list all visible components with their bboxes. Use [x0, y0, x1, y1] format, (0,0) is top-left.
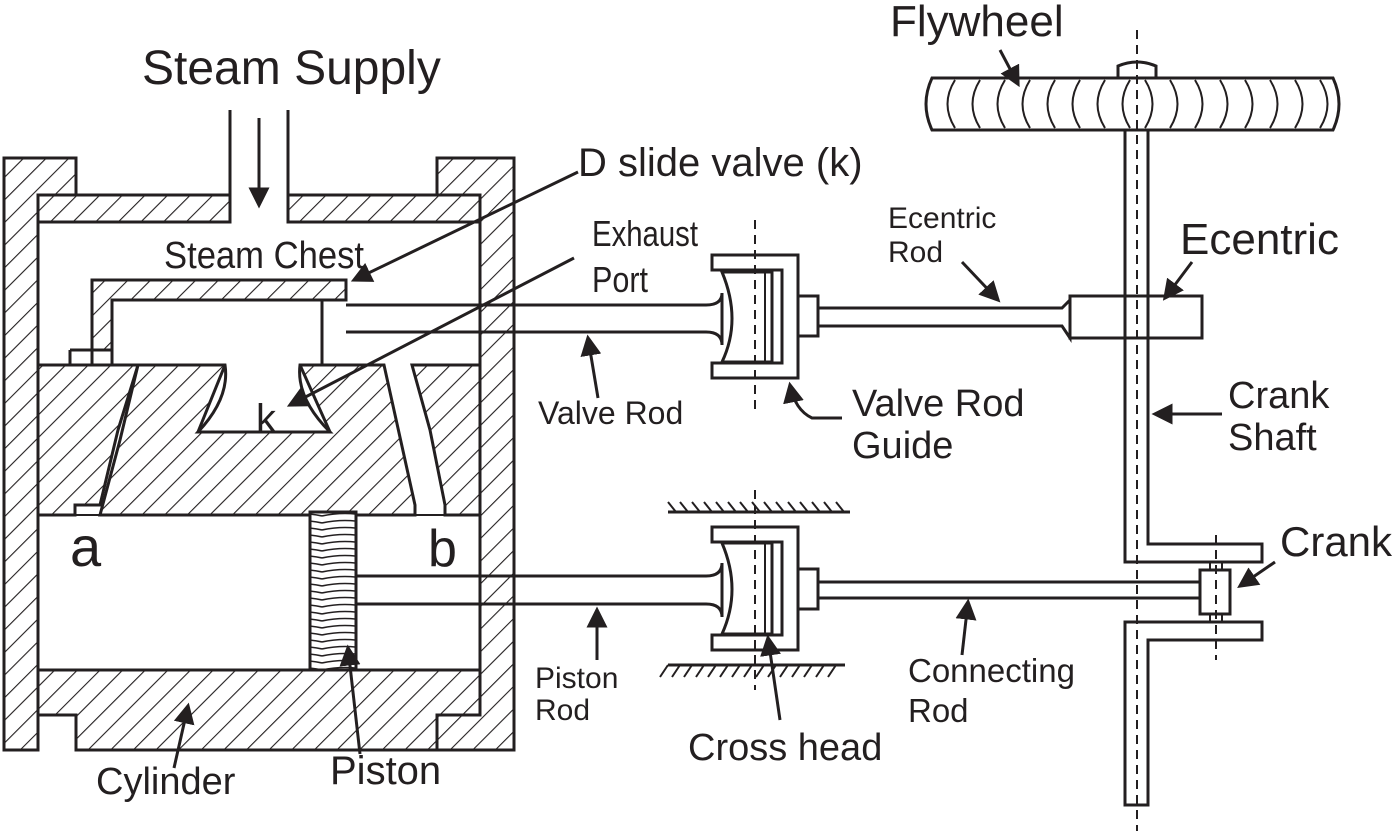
label-valve-rod-guide-1: Valve Rod	[852, 383, 1025, 425]
label-eccentric: Ecentric	[1180, 215, 1339, 264]
crank-pin	[1198, 535, 1232, 660]
valve-rod-guide	[710, 220, 820, 410]
label-flywheel: Flywheel	[890, 0, 1064, 46]
label-piston-rod-1: Piston	[535, 662, 618, 695]
label-port: Port	[592, 259, 648, 300]
flywheel	[924, 60, 1341, 132]
eccentric-rod	[818, 296, 1072, 343]
piston	[308, 510, 358, 672]
label-port-b: b	[428, 520, 457, 578]
label-piston: Piston	[330, 749, 441, 793]
label-valve-rod-guide-2: Guide	[852, 425, 953, 467]
label-crank: Crank	[1280, 518, 1393, 565]
valve-rod	[346, 292, 724, 346]
label-steam-chest: Steam Chest	[164, 235, 364, 277]
label-eccentric-rod-1: Ecentric	[888, 202, 996, 235]
cylinder-body	[2, 110, 516, 752]
label-cylinder: Cylinder	[96, 761, 236, 803]
label-cross-head: Cross head	[688, 727, 882, 769]
label-exhaust: Exhaust	[592, 213, 698, 254]
label-valve-rod: Valve Rod	[538, 395, 683, 431]
connecting-rod	[818, 580, 1200, 600]
label-port-k: k	[256, 397, 277, 441]
label-crank-shaft-2: Shaft	[1228, 417, 1317, 459]
d-slide-valve	[110, 298, 334, 434]
label-eccentric-rod-2: Rod	[888, 236, 943, 269]
piston-rod	[356, 562, 724, 618]
label-crank-shaft-1: Crank	[1228, 375, 1330, 417]
label-connecting-rod-2: Rod	[908, 692, 969, 729]
port-face-right	[410, 363, 482, 517]
crankshaft	[1068, 30, 1264, 831]
port-face-middle	[98, 363, 417, 517]
labels: Flywheel Steam Supply D slide valve (k) …	[70, 0, 1393, 803]
steam-chest-top-wall-right	[286, 193, 482, 224]
steam-chest-top-wall-left	[36, 193, 232, 224]
label-d-slide-valve: D slide valve (k)	[578, 141, 863, 185]
cross-head	[659, 490, 850, 690]
label-port-a: a	[70, 515, 102, 578]
label-steam-supply: Steam Supply	[142, 42, 441, 95]
label-connecting-rod-1: Connecting	[908, 652, 1075, 689]
leader-arrows	[172, 49, 1276, 769]
cylinder-bottom-wall	[36, 668, 482, 752]
label-piston-rod-2: Rod	[535, 694, 590, 727]
